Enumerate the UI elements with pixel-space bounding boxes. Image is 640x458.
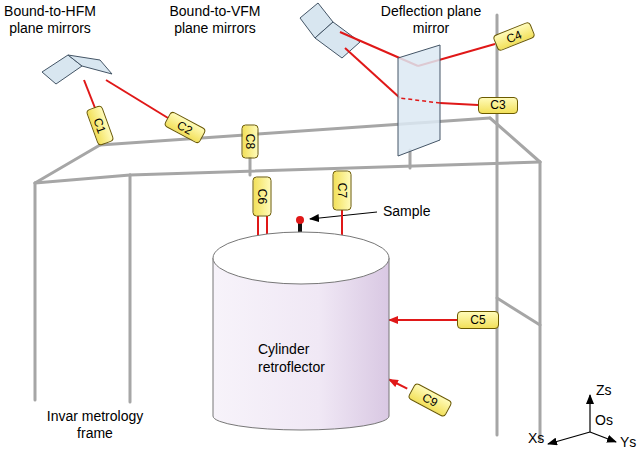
sensor-label: C4 (504, 27, 523, 46)
sensor-label: C3 (490, 98, 505, 112)
annotation-label: Ys (620, 434, 636, 451)
annotation-label: Xs (528, 430, 544, 447)
axes (548, 395, 616, 444)
sensor-label: C9 (420, 390, 440, 410)
measurement-beam (389, 320, 457, 321)
capacitive-sensor: C8 (242, 124, 259, 158)
vfm-plane-mirrors (300, 3, 360, 58)
measurement-beam (389, 380, 407, 389)
hfm-plane-mirrors (42, 55, 112, 84)
annotation-label: Zs (596, 382, 612, 399)
annotation-label: Os (595, 412, 613, 429)
sensor-label: C5 (470, 313, 485, 327)
hidden-beam (400, 98, 440, 103)
annotation-label: Sample (383, 203, 430, 220)
capacitive-sensor: C9 (407, 382, 453, 418)
annotation-label: Bound-to-VFM plane mirrors (160, 3, 270, 37)
capacitive-sensor: C5 (457, 311, 499, 329)
capacitive-sensor: C4 (492, 21, 535, 52)
sensor-label: C7 (335, 182, 349, 197)
sensor-label: C1 (91, 115, 109, 134)
capacitive-sensor: C7 (333, 170, 352, 210)
beam-line (389, 319, 457, 321)
annotation-label: Bound-to-HFM plane mirrors (0, 3, 100, 37)
sensor-label: C6 (255, 188, 269, 203)
deflection-mirror (398, 45, 440, 156)
capacitive-sensor: C6 (253, 176, 272, 216)
annotation-label: Deflection plane mirror (372, 3, 490, 37)
sensor-label: C2 (175, 117, 195, 137)
capacitive-sensor: C1 (86, 104, 115, 146)
cylinder-retroflector: Cylinder retroflector (213, 290, 389, 430)
capacitive-sensor: C3 (478, 97, 518, 114)
sensor-label: C8 (243, 133, 257, 148)
annotation-label: Invar metrology frame (40, 408, 150, 442)
part-label: Cylinder retroflector (258, 340, 348, 376)
invar-frame (35, 15, 540, 440)
beam-line (389, 380, 407, 389)
